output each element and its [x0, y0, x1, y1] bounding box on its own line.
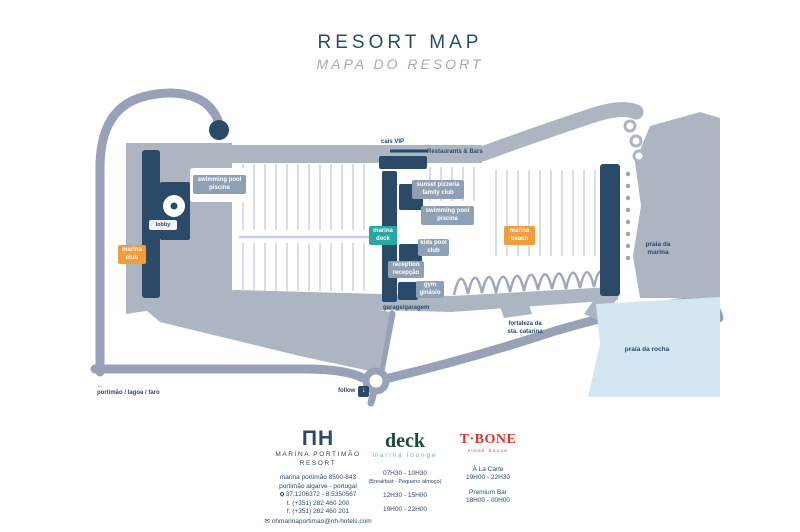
nh-block: ΠH MARINA PORTIMÃO RESORT marina portimã…: [238, 428, 398, 526]
decorations: [362, 119, 646, 395]
envelope-icon: ✉: [264, 516, 270, 525]
label-fortaleza: fortaleza da sta. catarina: [507, 321, 543, 335]
label-swimming-pool-center: swimming pool piscina: [421, 206, 474, 225]
tbone-service2-hours: 18H00 - 00H00: [465, 497, 511, 504]
deck-logo: deck: [385, 430, 425, 452]
nh-fax: f. (+351) 282 460 201: [286, 508, 350, 515]
breakwater: [600, 164, 620, 296]
location-pin-icon: [278, 491, 285, 498]
follow-text: follow: [338, 387, 356, 394]
tbone-service2: Premium Bar: [469, 489, 507, 496]
label-restaurants-bars: Restaurants & Bars: [427, 149, 483, 155]
tbone-hours: À La Carte 19H00 - 22H30 Premium Bar 18H…: [445, 466, 531, 505]
directions-text: portimão / lagoa / faro: [97, 390, 160, 396]
nh-email-line: ✉nhmarinaportimao@nh-hotels.com: [238, 517, 398, 527]
follow-sign: follow ↓: [338, 386, 370, 397]
tbone-service1: À La Carte: [472, 466, 504, 473]
label-gym: gym ginásio: [416, 281, 444, 298]
tbone-service1-hours: 19H00 - 22H30: [465, 474, 511, 481]
deck-block: deck marina lounge 07H30 - 10H30 (Breakf…: [362, 431, 448, 514]
deck-breakfast-note: (Breakfast - Pequeno almoço): [368, 479, 442, 485]
sea-area: [588, 297, 720, 397]
label-praia-da-rocha: praia da rocha: [624, 346, 670, 353]
label-marina-deck: marina deck: [369, 226, 397, 245]
nh-logo: ΠH: [301, 427, 335, 450]
nh-brand-line2: RESORT: [299, 460, 337, 467]
arcade-colonnade: [452, 270, 610, 296]
deck-dinner-hours: 19H00 - 22H00: [382, 506, 428, 513]
directions-sign: ← portimão / lagoa / faro: [97, 375, 160, 398]
label-marina-beach: marina beach: [504, 226, 535, 245]
roundabout-north: [209, 120, 229, 140]
label-lobby: lobby: [149, 220, 177, 230]
nh-phone: t. (+351) 282 460 200: [286, 499, 350, 507]
nh-address-line1: marina portimão 8500-843: [279, 474, 357, 481]
tbone-tagline: steak house: [467, 448, 509, 453]
deck-lunch-hours: 12H30 - 15H00: [382, 492, 428, 499]
west-arrow-icon: ←: [97, 382, 103, 389]
label-marina-club: marina club: [118, 245, 146, 264]
nh-gps: 37.1206372 - 8.5350567: [285, 491, 357, 498]
label-praia-da-marina: praia da marina: [645, 241, 671, 257]
nh-address-line2: portimão algarve - portugal: [279, 482, 357, 490]
marina-piers: [239, 164, 597, 291]
label-cais-vip: cais VIP: [381, 139, 405, 145]
down-arrow-icon: ↓: [358, 386, 370, 397]
page-subtitle: MAPA DO RESORT: [316, 56, 484, 72]
label-swimming-pool-west: swimming pool piscina: [193, 175, 246, 194]
label-sunset-pizzeria: sunset pizzeria family club: [412, 180, 464, 199]
fortress-shape: [498, 297, 532, 318]
roundabout-south: [362, 367, 390, 395]
nh-gps-line: 37.1206372 - 8.5350567: [238, 491, 398, 500]
deck-tagline: marina lounge: [372, 452, 438, 459]
nh-email: nhmarinaportimao@nh-hotels.com: [271, 517, 372, 525]
nh-brand-line1: MARINA PORTIMÃO: [275, 451, 361, 458]
nh-contact: marina portimão 8500-843 portimão algarv…: [238, 474, 398, 526]
page-title: RESORT MAP: [317, 32, 483, 53]
deck-breakfast-hours: 07H30 - 10H30: [382, 470, 428, 477]
label-garage: garage/garagem: [383, 305, 430, 311]
label-kids-pool: kids pool club: [418, 239, 449, 256]
tbone-logo: T·BONE: [459, 432, 517, 447]
label-reception: reception recepção: [388, 261, 424, 278]
deck-hours: 07H30 - 10H30 (Breakfast - Pequeno almoç…: [362, 470, 448, 514]
tbone-block: T·BONE steak house À La Carte 19H00 - 22…: [445, 433, 531, 505]
center-building-top: [379, 156, 427, 169]
